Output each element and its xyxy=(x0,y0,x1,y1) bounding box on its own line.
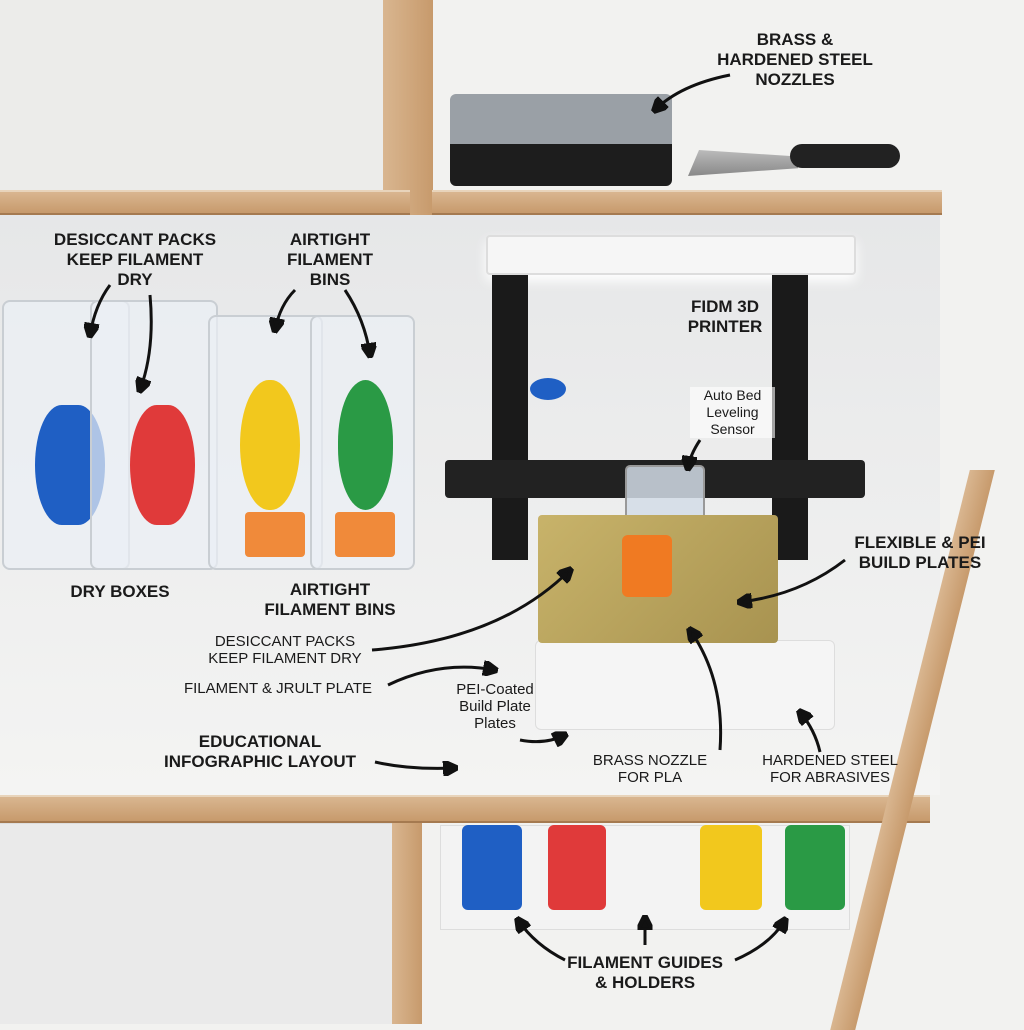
label-airtight-top: AIRTIGHT FILAMENT BINS xyxy=(270,230,390,290)
label-educational: EDUCATIONAL INFOGRAPHIC LAYOUT xyxy=(150,732,370,772)
blue-extruder-knob xyxy=(530,378,566,400)
label-line: INFOGRAPHIC LAYOUT xyxy=(163,752,357,771)
arrow xyxy=(343,289,370,355)
nozzle-storage-box xyxy=(450,94,672,186)
arrow xyxy=(655,73,731,110)
label-line: FILAMENT xyxy=(287,250,373,269)
printed-orange-part xyxy=(622,535,672,597)
label-line: KEEP FILAMENT DRY xyxy=(208,650,362,667)
label-line: KEEP FILAMENT xyxy=(66,250,204,269)
label-line: BRASS NOZZLE xyxy=(592,752,708,769)
label-desiccant-top: DESICCANT PACKS KEEP FILAMENT DRY xyxy=(50,230,220,290)
arrow xyxy=(90,284,112,335)
printer-left-upright xyxy=(492,275,528,560)
arrow xyxy=(140,294,153,390)
label-line: FOR PLA xyxy=(617,769,683,786)
label-line: HARDENED STEEL xyxy=(762,752,898,769)
led-light-bar xyxy=(486,235,856,275)
desiccant-pack xyxy=(335,512,395,557)
label-line: Plates xyxy=(474,715,516,732)
label-line: HARDENED STEEL xyxy=(717,50,873,69)
label-line: DESICCANT PACKS xyxy=(214,633,356,650)
label-dry-boxes: DRY BOXES xyxy=(70,582,170,601)
arrow xyxy=(371,570,570,652)
label-filament-guides: FILAMENT GUIDES & HOLDERS xyxy=(555,953,735,993)
printer-right-upright xyxy=(772,275,808,560)
green-filament-spool-lower xyxy=(785,825,845,910)
label-filament-plate: FILAMENT & JRULT PLATE xyxy=(183,680,373,697)
label-printer: FIDM 3D PRINTER xyxy=(665,297,785,337)
arrow xyxy=(690,630,723,751)
green-filament-spool xyxy=(338,380,393,510)
blue-filament-spool-lower xyxy=(462,825,522,910)
arrow xyxy=(688,439,702,468)
label-pei-coated: PEI-Coated Build Plate Plates xyxy=(440,681,550,732)
label-line: Build Plate xyxy=(459,698,531,715)
arrow xyxy=(374,762,455,768)
label-line: FILAMENT BINS xyxy=(264,600,396,619)
spatula-handle xyxy=(790,144,900,168)
red-filament-spool-lower xyxy=(548,825,606,910)
label-line: FOR ABRASIVES xyxy=(769,769,891,786)
label-sensor: Auto Bed Leveling Sensor xyxy=(690,387,775,438)
label-line: PRINTER xyxy=(687,317,763,336)
label-build-plates: FLEXIBLE & PEI BUILD PLATES xyxy=(845,533,995,573)
label-line: BINS xyxy=(309,270,351,289)
label-line: EDUCATIONAL xyxy=(198,732,322,751)
arrow xyxy=(740,558,846,602)
label-line: AIRTIGHT xyxy=(289,230,371,249)
label-line: FLEXIBLE & PEI xyxy=(854,533,986,552)
label-line: Auto Bed xyxy=(703,387,762,403)
printer-base xyxy=(535,640,835,730)
arrow xyxy=(519,735,565,742)
label-airtight-bottom: AIRTIGHT FILAMENT BINS xyxy=(250,580,410,620)
arrow xyxy=(518,920,566,962)
label-desiccant-bottom: DESICCANT PACKS KEEP FILAMENT DRY xyxy=(190,633,380,667)
upper-shelf-left xyxy=(0,190,410,215)
label-line: DRY xyxy=(117,270,153,289)
upper-shelf-right xyxy=(432,190,942,215)
upper-left-cabinet-door xyxy=(0,0,385,190)
label-line: PEI-Coated xyxy=(456,681,534,698)
label-line: BUILD PLATES xyxy=(858,553,982,572)
yellow-filament-spool xyxy=(240,380,300,510)
label-line: AIRTIGHT xyxy=(289,580,371,599)
label-line: Sensor xyxy=(710,421,755,437)
label-hardened-steel: HARDENED STEEL FOR ABRASIVES xyxy=(750,752,910,786)
arrow xyxy=(275,288,297,330)
yellow-filament-spool-lower xyxy=(700,825,762,910)
label-line: BRASS & xyxy=(756,30,834,49)
label-nozzles: BRASS & HARDENED STEEL NOZZLES xyxy=(700,30,890,90)
lower-left-drawer xyxy=(0,823,395,1024)
label-line: NOZZLES xyxy=(755,70,835,89)
label-line: & HOLDERS xyxy=(594,973,696,992)
label-brass-nozzle: BRASS NOZZLE FOR PLA xyxy=(580,752,720,786)
red-filament-spool xyxy=(130,405,195,525)
label-line: DESICCANT PACKS xyxy=(53,230,217,249)
lower-divider xyxy=(392,823,422,1024)
arrow xyxy=(387,667,495,687)
cabinet-divider xyxy=(383,0,433,215)
arrow xyxy=(800,712,822,753)
middle-shelf xyxy=(0,795,930,823)
label-line: FILAMENT GUIDES xyxy=(567,953,723,972)
label-line: FIDM 3D xyxy=(691,297,759,316)
label-line: Leveling xyxy=(706,404,759,420)
desiccant-pack xyxy=(245,512,305,557)
arrow xyxy=(734,920,785,962)
